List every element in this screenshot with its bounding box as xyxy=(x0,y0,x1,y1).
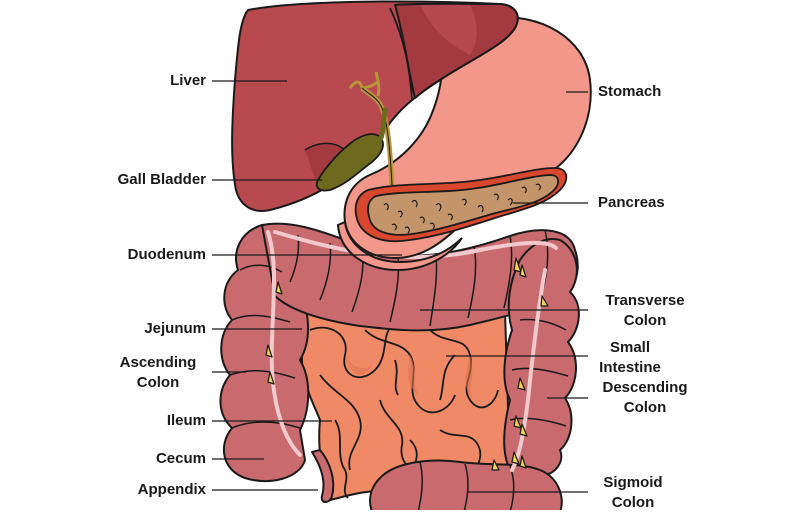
label-gall-bladder: Gall Bladder xyxy=(118,170,206,190)
label-liver: Liver xyxy=(170,71,206,91)
label-appendix: Appendix xyxy=(138,480,206,500)
label-sigmoid-colon: Sigmoid Colon xyxy=(578,473,688,513)
label-ileum: Ileum xyxy=(167,411,206,431)
label-cecum: Cecum xyxy=(156,449,206,469)
descending-colon-shape xyxy=(504,239,579,476)
label-ascending-colon: Ascending Colon xyxy=(108,353,208,393)
label-pancreas: Pancreas xyxy=(598,193,665,213)
label-descending-colon: Descending Colon xyxy=(590,378,700,418)
label-stomach: Stomach xyxy=(598,82,661,102)
label-duodenum: Duodenum xyxy=(128,245,206,265)
label-transverse-colon: Transverse Colon xyxy=(590,291,700,331)
label-small-intestine: Small Intestine xyxy=(580,338,680,378)
label-jejunum: Jejunum xyxy=(144,319,206,339)
